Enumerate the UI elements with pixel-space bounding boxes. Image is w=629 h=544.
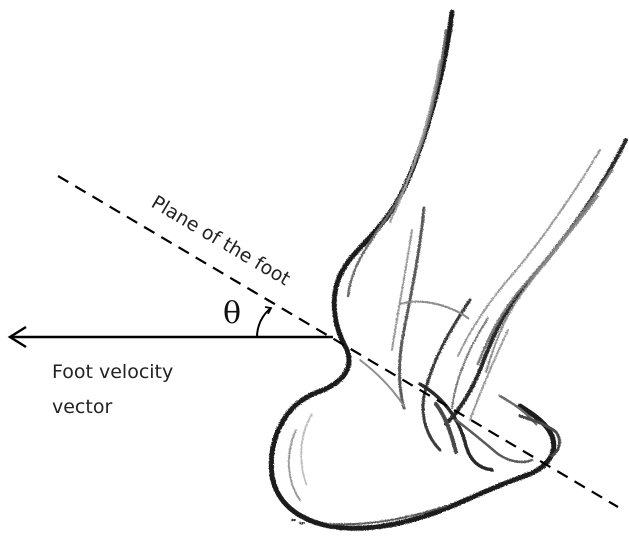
shin-front-contour (446, 140, 626, 424)
leg-back-contour (271, 12, 553, 528)
ankle-detail (436, 404, 456, 452)
heel-shading (301, 414, 312, 484)
shin-front-stroke (486, 196, 598, 372)
velocity-label-line1: Foot velocity (52, 361, 173, 383)
foot-sketch (271, 12, 626, 528)
tendon-stroke (392, 230, 412, 350)
leg-back-stroke (348, 30, 446, 296)
heel-shading (360, 360, 404, 406)
heel-shading (289, 430, 300, 500)
velocity-vector (10, 327, 333, 347)
shin-front-stroke (458, 150, 600, 356)
plane-of-foot-line (58, 176, 618, 507)
ankle-detail (456, 420, 532, 462)
velocity-label-line2: vector (52, 396, 112, 418)
angle-theta-label: θ (223, 296, 241, 331)
ankle-detail (420, 384, 492, 470)
